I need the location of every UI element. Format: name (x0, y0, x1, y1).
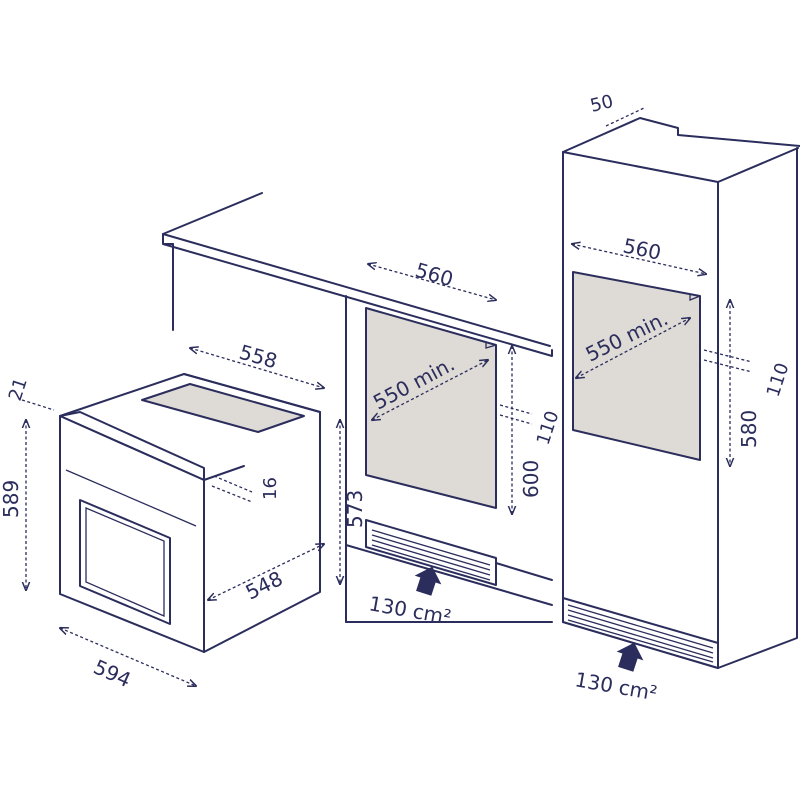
dim-counter-rear-gap: 110 (533, 408, 564, 447)
column-vent-arrow (616, 642, 644, 672)
dim-counter-niche-width: 560 (413, 258, 456, 292)
dim-oven-body-height: 573 (343, 490, 367, 528)
dim-counter-niche-height: 600 (519, 460, 543, 498)
dim-oven-depth-offset: 21 (5, 375, 32, 403)
column-vent-grill (562, 597, 719, 669)
dim-column-top-gap: 50 (588, 91, 615, 117)
dim-oven-panel: 16 (260, 477, 281, 500)
counter-vent-arrow (414, 566, 442, 596)
dim-column-vent-area: 130 cm² (573, 667, 659, 705)
oven-unit (59, 373, 321, 653)
oven-window (79, 499, 171, 625)
dimension-lines (22, 107, 753, 686)
dim-oven-body-depth: 558 (237, 340, 280, 374)
dim-counter-vent-area: 130 cm² (367, 591, 453, 629)
dim-oven-width: 594 (90, 655, 135, 692)
dim-column-rear-gap: 110 (763, 360, 794, 399)
dim-column-niche-height: 580 (737, 410, 761, 448)
dim-oven-height: 589 (0, 480, 23, 518)
dim-column-niche-width: 560 (621, 233, 663, 264)
counter-vent-grill (365, 519, 497, 586)
